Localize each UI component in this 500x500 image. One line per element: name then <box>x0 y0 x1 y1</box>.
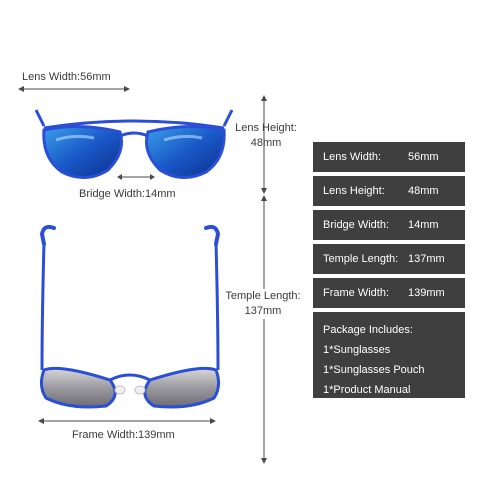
aviator-sunglasses-top-icon <box>39 224 221 409</box>
spec-value: 48mm <box>408 185 439 197</box>
bridge-width-arrow <box>117 174 155 180</box>
lens-height-label-line2: 48mm <box>250 136 282 149</box>
spec-value: 14mm <box>408 219 439 231</box>
spec-label: Frame Width: <box>323 287 390 299</box>
package-item: 1*Sunglasses <box>323 344 391 356</box>
spec-row-lens-height: Lens Height: 48mm <box>313 176 465 206</box>
temple-length-label: Temple Length: 137mm <box>218 289 308 319</box>
temple-length-arrow <box>261 195 267 464</box>
package-item: 1*Product Manual <box>323 384 411 396</box>
spec-row-temple-length: Temple Length: 137mm <box>313 244 465 274</box>
bridge-width-label: Bridge Width:14mm <box>79 188 176 200</box>
spec-value: 137mm <box>408 253 445 265</box>
frame-width-label: Frame Width:139mm <box>72 429 175 441</box>
temple-length-label-line1: Temple Length: <box>225 290 301 302</box>
package-title: Package Includes: <box>323 324 413 336</box>
spec-table: Lens Width: 56mm Lens Height: 48mm Bridg… <box>313 142 465 398</box>
frame-width-arrow <box>38 418 216 424</box>
spec-value: 139mm <box>408 287 445 299</box>
spec-row-frame-width: Frame Width: 139mm <box>313 278 465 308</box>
temple-length-label-line2: 137mm <box>244 304 282 317</box>
lens-height-arrow <box>261 95 267 194</box>
lens-width-arrow <box>18 86 130 92</box>
spec-label: Lens Width: <box>323 151 382 163</box>
package-item: 1*Sunglasses Pouch <box>323 364 425 376</box>
spec-row-bridge-width: Bridge Width: 14mm <box>313 210 465 240</box>
spec-label: Lens Height: <box>323 185 385 197</box>
lens-width-label: Lens Width:56mm <box>22 71 111 83</box>
lens-height-label: Lens Height: 48mm <box>232 121 300 151</box>
spec-value: 56mm <box>408 151 439 163</box>
lens-height-label-line1: Lens Height: <box>235 122 297 134</box>
spec-label: Bridge Width: <box>323 219 390 231</box>
package-includes: Package Includes: 1*Sunglasses 1*Sunglas… <box>313 312 465 398</box>
aviator-sunglasses-front-icon <box>34 109 234 179</box>
spec-row-lens-width: Lens Width: 56mm <box>313 142 465 172</box>
spec-label: Temple Length: <box>323 253 399 265</box>
